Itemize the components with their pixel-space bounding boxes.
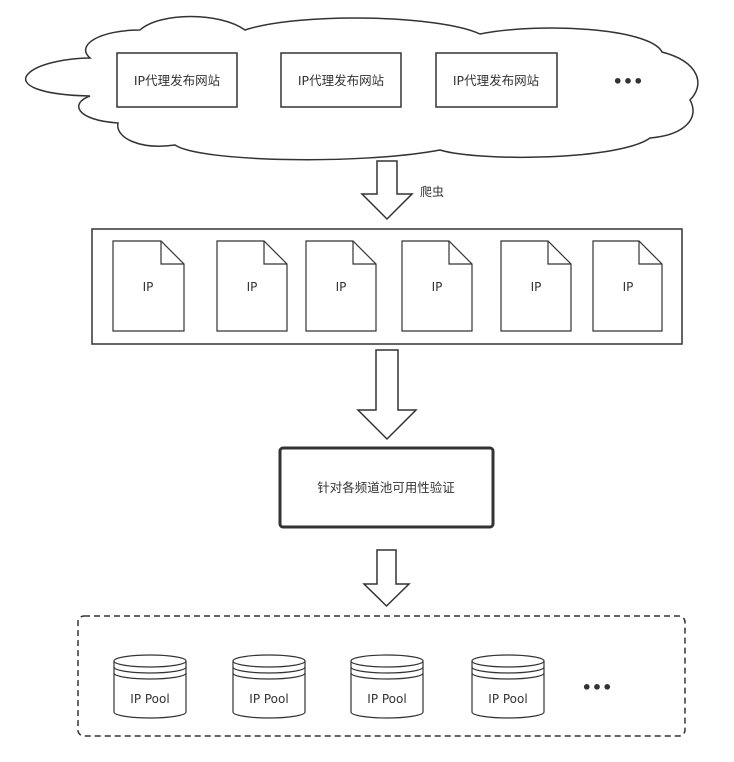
ip-document-label: IP — [247, 280, 258, 294]
ip-pool-label: IP Pool — [249, 692, 288, 706]
ip-pool-database: IP Pool — [232, 654, 306, 719]
ip-pool-database: IP Pool — [113, 654, 187, 719]
ip-pool-database: IP Pool — [471, 654, 545, 719]
ip-document: IP — [305, 240, 377, 332]
ip-pool-label: IP Pool — [488, 692, 527, 706]
sources-more-ellipsis: ••• — [613, 72, 644, 91]
validation-label: 针对各频道池可用性验证 — [317, 480, 455, 495]
ip-document-label: IP — [531, 280, 542, 294]
flow-arrow — [356, 349, 418, 441]
ip-document-label: IP — [143, 280, 154, 294]
ip-pool-label: IP Pool — [130, 692, 169, 706]
source-site-box: IP代理发布网站 — [280, 52, 402, 108]
ip-document-label: IP — [432, 280, 443, 294]
validation-box — [278, 446, 495, 529]
ip-document: IP — [112, 240, 185, 332]
ip-document-label: IP — [336, 280, 347, 294]
flow-arrow — [362, 549, 411, 608]
ip-pool-database: IP Pool — [350, 654, 424, 719]
ip-document: IP — [401, 240, 473, 332]
crawler-label: 爬虫 — [420, 185, 444, 199]
ip-document: IP — [216, 240, 288, 332]
source-site-box: IP代理发布网站 — [116, 52, 238, 108]
source-site-label: IP代理发布网站 — [134, 73, 220, 88]
ip-document: IP — [500, 240, 572, 332]
source-site-label: IP代理发布网站 — [453, 73, 539, 88]
ip-document: IP — [592, 240, 663, 332]
pools-more-ellipsis: ••• — [582, 678, 613, 697]
ip-document-label: IP — [623, 280, 634, 294]
ip-collection-container — [91, 228, 683, 345]
source-site-box: IP代理发布网站 — [435, 52, 558, 108]
crawler-arrow — [360, 160, 414, 221]
source-site-label: IP代理发布网站 — [298, 73, 384, 88]
ip-pool-label: IP Pool — [367, 692, 406, 706]
